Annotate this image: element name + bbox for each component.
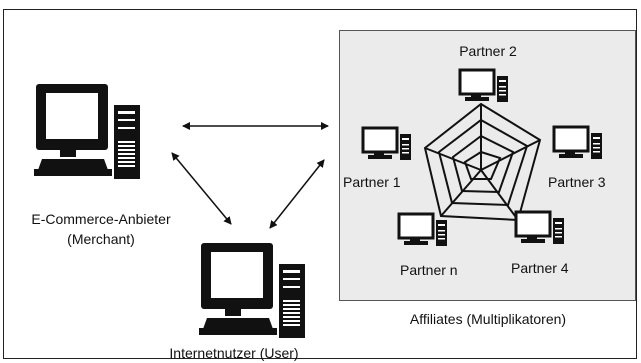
partner-2-computer-icon <box>458 68 510 104</box>
partner-4-computer-icon <box>514 210 566 246</box>
partner-2-label: Partner 2 <box>459 43 517 59</box>
partner-3-computer-icon <box>552 125 604 161</box>
merchant-user-arrow <box>171 152 232 225</box>
diagram-frame <box>3 9 637 359</box>
affiliates-caption: Affiliates (Multiplikatoren) <box>409 311 567 327</box>
partner-4-label: Partner 4 <box>511 260 569 276</box>
user-label: Internetnutzer (User) <box>169 345 299 361</box>
partner-3-label: Partner 3 <box>548 174 606 190</box>
partner-web <box>423 102 542 222</box>
partner-n-computer-icon <box>397 212 449 248</box>
user-computer-icon <box>199 243 305 338</box>
user-affiliates-arrow <box>269 159 325 229</box>
merchant-label-line1: E-Commerce-Anbieter <box>31 211 171 227</box>
partner-n-label: Partner n <box>400 262 458 278</box>
partner-1-label: Partner 1 <box>343 174 401 190</box>
merchant-label-line2: (Merchant) <box>67 231 135 247</box>
partner-1-computer-icon <box>361 126 413 162</box>
merchant-computer-icon <box>34 84 140 179</box>
